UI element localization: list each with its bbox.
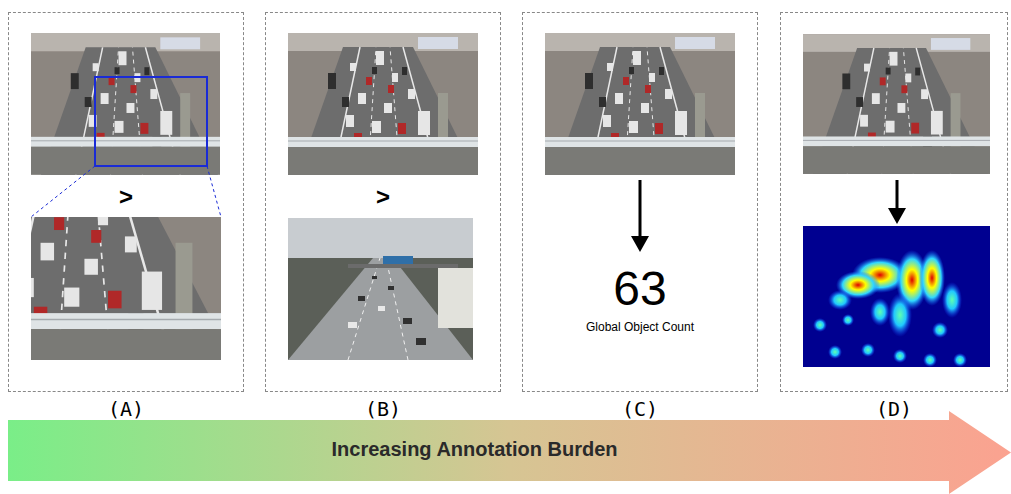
dashed-panel: >(B): [265, 12, 501, 392]
comparison-symbol: >: [9, 183, 243, 211]
arrow-line: [639, 180, 642, 238]
zoom-box: [95, 77, 207, 166]
panel-label: (B): [266, 398, 500, 421]
traffic-image: [288, 218, 473, 360]
count-number: 63: [523, 261, 757, 316]
comparison-symbol: >: [266, 183, 500, 211]
panel-label: (C): [523, 398, 757, 421]
dashed-panel: 63Global Object Count(C): [522, 12, 758, 392]
gradient-arrow-band: Increasing Annotation Burden: [8, 411, 1011, 494]
arrow-head: [631, 236, 649, 252]
arrow-line: [896, 180, 899, 210]
panel-label: (A): [9, 398, 243, 421]
band-title: Increasing Annotation Burden: [8, 438, 941, 461]
zoom-leader: [207, 166, 221, 217]
traffic-image: [31, 33, 220, 174]
dashed-panel: >(A): [8, 12, 244, 392]
zoom-leader: [31, 166, 95, 217]
count-caption: Global Object Count: [523, 321, 757, 335]
arrow-head: [888, 208, 906, 224]
zoomed-image: [0, 147, 243, 374]
traffic-image: [545, 33, 735, 175]
traffic-image: [288, 33, 478, 175]
traffic-image: [803, 34, 990, 174]
dashed-panel: (D): [780, 12, 1008, 392]
density-map: [803, 226, 990, 367]
panel-label: (D): [781, 398, 1007, 421]
